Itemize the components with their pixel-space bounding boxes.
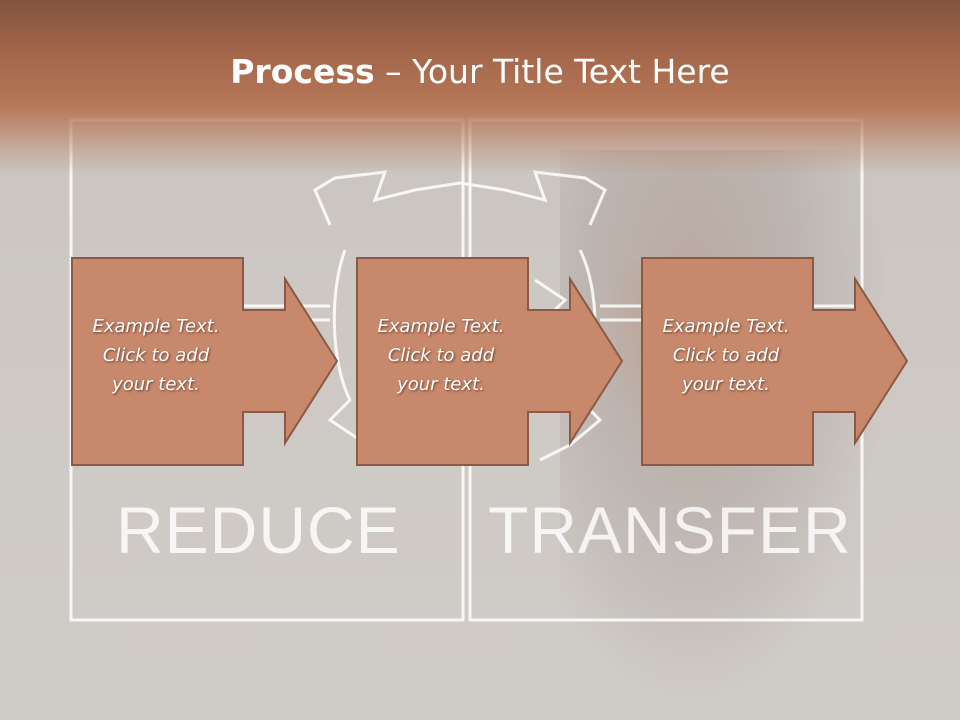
background-word-transfer: TRANSFER xyxy=(488,493,852,567)
title-bold-part: Process xyxy=(230,52,375,91)
step-text[interactable]: Example Text. Click to add your text. xyxy=(92,316,220,395)
process-step-1[interactable]: Example Text. Click to add your text. xyxy=(71,257,341,467)
cycle-arrow-left xyxy=(327,249,390,442)
step-arrow-shape xyxy=(71,257,339,466)
process-step-3[interactable]: Example Text. Click to add your text. xyxy=(641,257,911,467)
header-band xyxy=(0,0,960,175)
slide-title[interactable]: Process – Your Title Text Here xyxy=(0,52,960,91)
step-text[interactable]: Example Text. Click to add your text. xyxy=(377,316,505,395)
title-regular-part: – Your Title Text Here xyxy=(374,52,730,91)
step-arrow-shape xyxy=(641,257,909,466)
process-step-2[interactable]: Example Text. Click to add your text. xyxy=(356,257,626,467)
cycle-arrow-top xyxy=(313,170,607,226)
step-arrow-shape xyxy=(356,257,624,466)
step-text[interactable]: Example Text. Click to add your text. xyxy=(662,316,790,395)
background-word-reduce: REDUCE xyxy=(116,493,401,567)
